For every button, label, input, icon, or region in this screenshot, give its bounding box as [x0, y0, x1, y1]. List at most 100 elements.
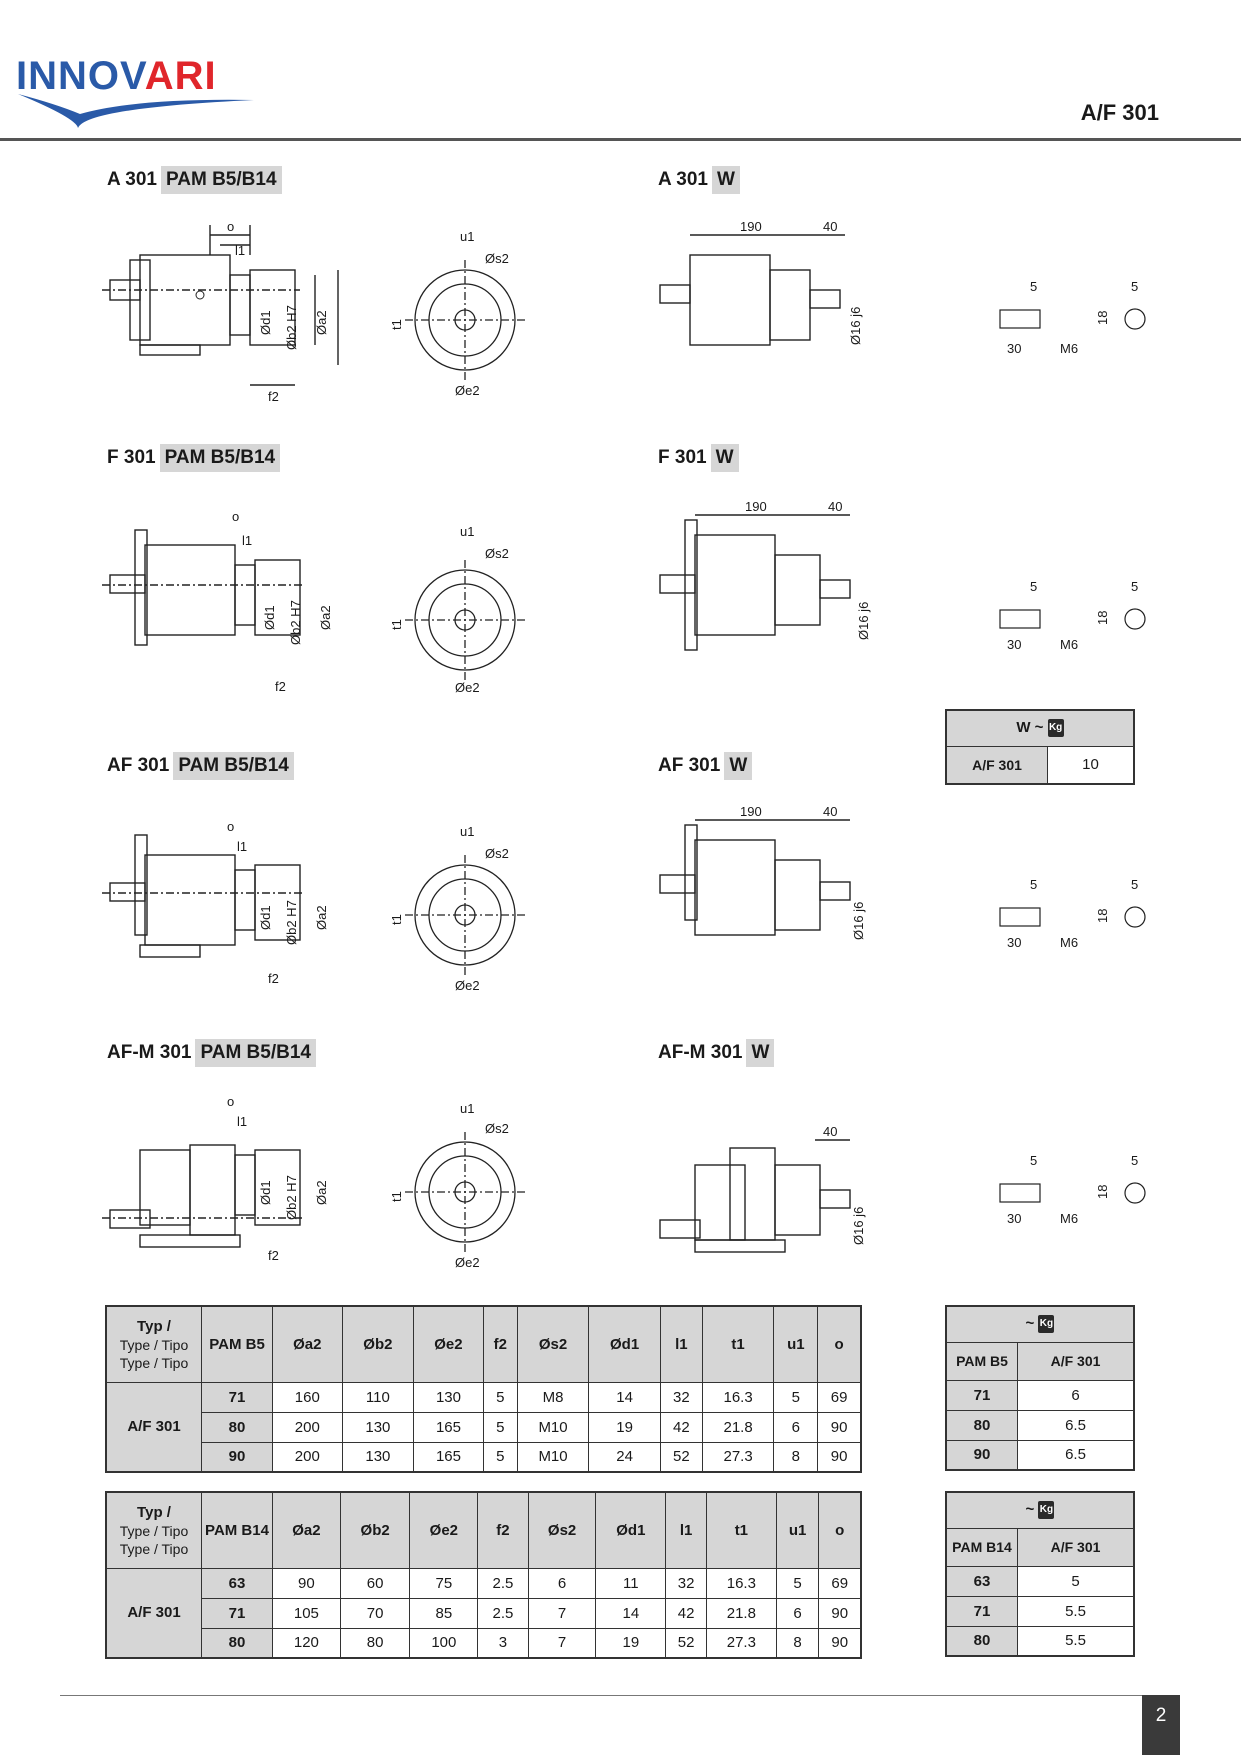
- svg-text:40: 40: [828, 499, 842, 514]
- svg-text:f2: f2: [268, 1248, 279, 1263]
- table-cell: 7: [527, 1627, 597, 1659]
- table-cell: Ød1: [595, 1491, 667, 1569]
- table-cell: A/F 301: [945, 745, 1048, 785]
- table-cell: 32: [665, 1567, 707, 1599]
- drawing-f301-front: u1 Øs2 t1 Øe2: [389, 524, 525, 695]
- table-cell: PAM B14: [945, 1527, 1018, 1567]
- table-cell: 27.3: [701, 1441, 775, 1473]
- dim-o: o: [227, 219, 234, 234]
- table-cell: 5: [482, 1411, 518, 1443]
- table-cell: PAM B14: [201, 1491, 273, 1569]
- svg-text:40: 40: [823, 804, 837, 819]
- drawing-afm301-front: u1 Øs2 t1 Øe2: [389, 1101, 525, 1270]
- table-cell: 80: [339, 1627, 411, 1659]
- drawing-a301-front: u1 Øs2 t1 Øe2: [389, 229, 525, 398]
- svg-text:Ød1: Ød1: [258, 905, 273, 930]
- table-cell: 6: [1017, 1379, 1135, 1411]
- table-cell: 85: [409, 1597, 479, 1629]
- table-cell: PAM B5: [201, 1305, 273, 1383]
- brand-logo: INNOVARI: [16, 52, 261, 132]
- svg-text:5: 5: [1030, 1153, 1037, 1168]
- svg-text:M6: M6: [1060, 341, 1078, 355]
- table-cell: A/F 301: [105, 1381, 202, 1473]
- table-cell: Øb2: [339, 1491, 411, 1569]
- svg-text:o: o: [232, 509, 239, 524]
- table-cell: 6.5: [1017, 1439, 1135, 1471]
- table-cell: 200: [272, 1441, 343, 1473]
- svg-text:t1: t1: [389, 914, 404, 925]
- table-cell: 130: [341, 1411, 415, 1443]
- table-cell: 10: [1047, 745, 1135, 785]
- svg-text:5: 5: [1131, 1153, 1138, 1168]
- svg-text:5: 5: [1030, 579, 1037, 594]
- table-cell: 71: [201, 1381, 273, 1413]
- dim-t1: t1: [389, 319, 404, 330]
- table-cell: A/F 301: [1017, 1527, 1135, 1567]
- svg-text:u1: u1: [460, 824, 474, 839]
- svg-text:u1: u1: [460, 1101, 474, 1116]
- svg-text:Øe2: Øe2: [455, 978, 480, 993]
- kg-weight-icon: Kg: [1038, 1315, 1055, 1334]
- table-cell: ~ Kg: [945, 1491, 1135, 1529]
- svg-text:190: 190: [740, 804, 762, 819]
- table-cell: 80: [945, 1409, 1018, 1441]
- table-cell: 70: [339, 1597, 411, 1629]
- dim-l1: l1: [235, 243, 245, 258]
- table-cell: 130: [413, 1381, 484, 1413]
- svg-text:5: 5: [1131, 279, 1138, 294]
- table-cell: 5.5: [1017, 1625, 1135, 1657]
- table-cell: M10: [516, 1441, 590, 1473]
- svg-text:Øe2: Øe2: [455, 680, 480, 695]
- svg-text:u1: u1: [460, 524, 474, 539]
- table-cell: 90: [818, 1627, 862, 1659]
- svg-text:30: 30: [1007, 341, 1021, 355]
- table-cell: 8: [773, 1441, 819, 1473]
- table-cell: 16.3: [706, 1567, 777, 1599]
- svg-text:Øa2: Øa2: [318, 605, 333, 630]
- table-cell: 19: [595, 1627, 667, 1659]
- table-cell: 63: [945, 1565, 1018, 1597]
- drawing-afm301-key: 5 30 M6 18 5: [999, 1153, 1146, 1226]
- table-cell: 42: [665, 1597, 707, 1629]
- svg-text:Øs2: Øs2: [485, 1121, 509, 1136]
- dim-40: 40: [823, 219, 837, 234]
- kg-weight-icon: Kg: [1047, 719, 1064, 738]
- table-cell: 19: [588, 1411, 661, 1443]
- svg-text:Øs2: Øs2: [485, 846, 509, 861]
- svg-text:18: 18: [1095, 909, 1110, 923]
- table-cell: 6: [527, 1567, 597, 1599]
- table-cell: o: [817, 1305, 862, 1383]
- table-cell: u1: [773, 1305, 819, 1383]
- drawing-f301-side-w: 190 40 Ø16 j6: [659, 499, 871, 651]
- drawing-af301-key: 5 30 M6 18 5: [999, 877, 1146, 950]
- table-cell: 6.5: [1017, 1409, 1135, 1441]
- dim-190: 190: [740, 219, 762, 234]
- table-cell: 2.5: [477, 1597, 529, 1629]
- table-cell: 71: [201, 1597, 273, 1629]
- dim-e2: Øe2: [455, 383, 480, 398]
- drawing-af301-side-w: 190 40 Ø16 j6: [659, 804, 866, 940]
- table-cell: 5: [775, 1567, 820, 1599]
- footer-rule: [60, 1695, 1180, 1696]
- table-cell: 63: [201, 1567, 273, 1599]
- table-cell: l1: [659, 1305, 703, 1383]
- svg-text:5: 5: [1030, 877, 1037, 892]
- table-cell: Øe2: [409, 1491, 479, 1569]
- table-cell: PAM B5: [945, 1341, 1018, 1381]
- table-cell: 90: [817, 1441, 862, 1473]
- table-cell: 52: [659, 1441, 703, 1473]
- svg-text:18: 18: [1095, 1185, 1110, 1199]
- svg-text:Ø16 j6: Ø16 j6: [856, 602, 871, 640]
- table-cell: 80: [945, 1625, 1018, 1657]
- drawing-a301-side-pam: o l1 Ød1 Øb2 H7 Øa2 f2: [102, 219, 339, 404]
- svg-text:18: 18: [1095, 311, 1110, 325]
- svg-text:o: o: [227, 819, 234, 834]
